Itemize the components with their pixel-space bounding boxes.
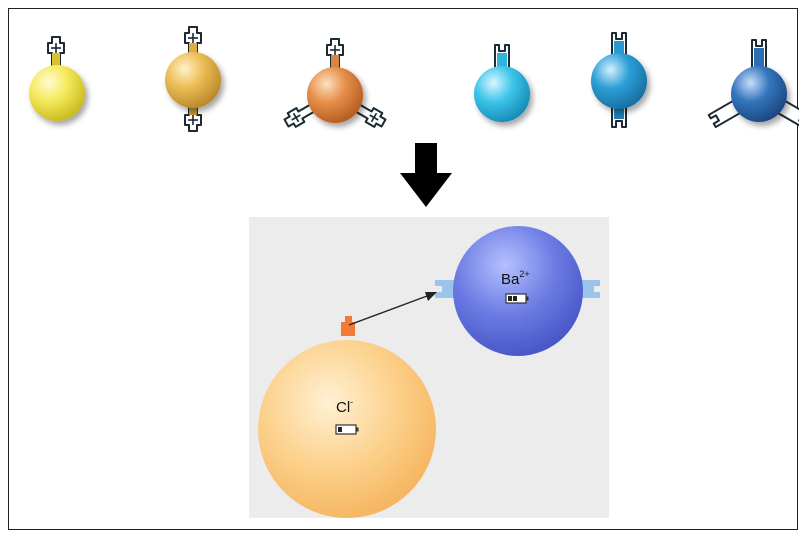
diagram-frame: Ba2+ Cl-: [8, 8, 799, 530]
ba-right-connector: [580, 280, 600, 298]
diagram-canvas: [29, 26, 799, 518]
cation-monovalent-yellow: [29, 36, 85, 121]
anion-trivalent-steel: [707, 39, 799, 129]
barium-ion: [453, 226, 583, 356]
ion-sphere: [591, 53, 647, 109]
anion-divalent-teal: [591, 32, 647, 128]
cl-connector: [341, 322, 355, 336]
chloride-label: Cl-: [336, 397, 354, 416]
simulation-panel: [249, 217, 609, 518]
ba-left-connector: [435, 280, 457, 298]
barium-label: Ba2+: [501, 269, 530, 288]
ion-sphere: [731, 66, 787, 122]
anion-monovalent-cyan: [474, 44, 530, 122]
ion-sphere: [165, 52, 221, 108]
barium-symbol: Ba: [501, 271, 520, 288]
battery-icon: [335, 424, 359, 435]
chloride-symbol: Cl: [336, 399, 351, 416]
ion-sphere: [307, 67, 363, 123]
bond-arrow: [348, 295, 428, 326]
chloride-charge: -: [350, 397, 354, 407]
arrow-down-icon: [400, 143, 452, 207]
ion-sphere: [29, 65, 85, 121]
cation-divalent-gold: [165, 26, 221, 132]
cation-trivalent-orange: [281, 38, 389, 131]
ion-sphere: [474, 66, 530, 122]
battery-icon: [505, 293, 529, 304]
barium-charge: 2+: [519, 269, 530, 279]
